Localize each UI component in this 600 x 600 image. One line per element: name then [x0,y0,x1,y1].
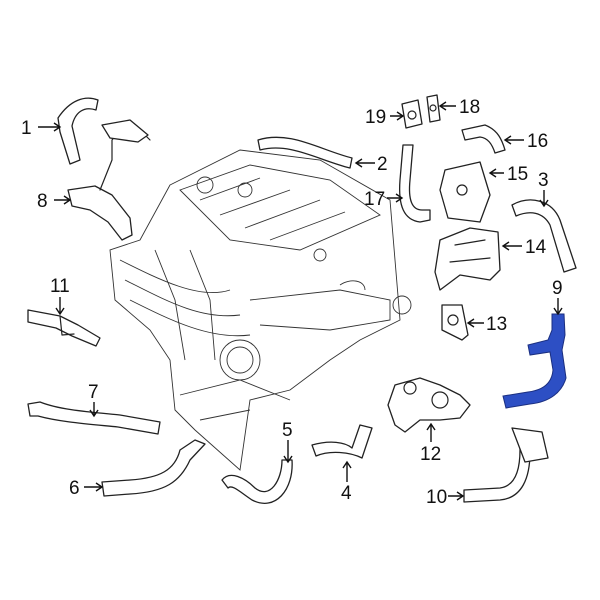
callout-1: 1 [21,118,32,139]
part-5-hose[interactable] [221,459,293,504]
part-8-pipe[interactable] [67,119,151,241]
callout-2: 2 [377,154,388,175]
part-2-hose[interactable] [257,136,353,169]
callout-15: 15 [507,164,528,185]
callout-18: 18 [459,97,480,118]
callout-5: 5 [282,420,293,441]
part-19-gasket[interactable] [401,99,423,129]
callout-7: 7 [88,382,99,403]
callout-6: 6 [69,478,80,499]
part-13-gasket[interactable] [441,304,469,341]
part-7-hose[interactable] [27,401,161,435]
part-15-oil-cooler[interactable] [439,161,491,223]
part-11-hose[interactable] [27,309,101,347]
part-14-bracket[interactable] [434,227,501,291]
part-10-hose[interactable] [463,427,549,503]
part-16-hose[interactable] [461,124,506,154]
callout-16: 16 [527,131,548,152]
callout-10: 10 [426,487,447,508]
part-17-hose[interactable] [398,144,431,223]
callout-14: 14 [525,237,547,258]
callout-9: 9 [552,278,563,299]
engine-block [109,149,412,471]
part-1-hose[interactable] [57,97,99,165]
callout-arrows [38,101,563,501]
callout-17: 17 [364,189,385,210]
part-18-gasket[interactable] [426,94,441,123]
callout-3: 3 [538,170,549,191]
callout-4: 4 [341,483,352,504]
part-9-hose[interactable] [502,313,567,409]
callout-19: 19 [365,107,386,128]
part-12-thermostat-housing[interactable] [387,377,471,433]
callout-8: 8 [37,191,48,212]
part-3-hose[interactable] [511,199,577,273]
part-6-hose[interactable] [101,439,206,497]
callout-11: 11 [50,276,70,297]
part-4-hose[interactable] [311,424,373,459]
callout-12: 12 [420,444,441,465]
callout-13: 13 [486,314,507,335]
